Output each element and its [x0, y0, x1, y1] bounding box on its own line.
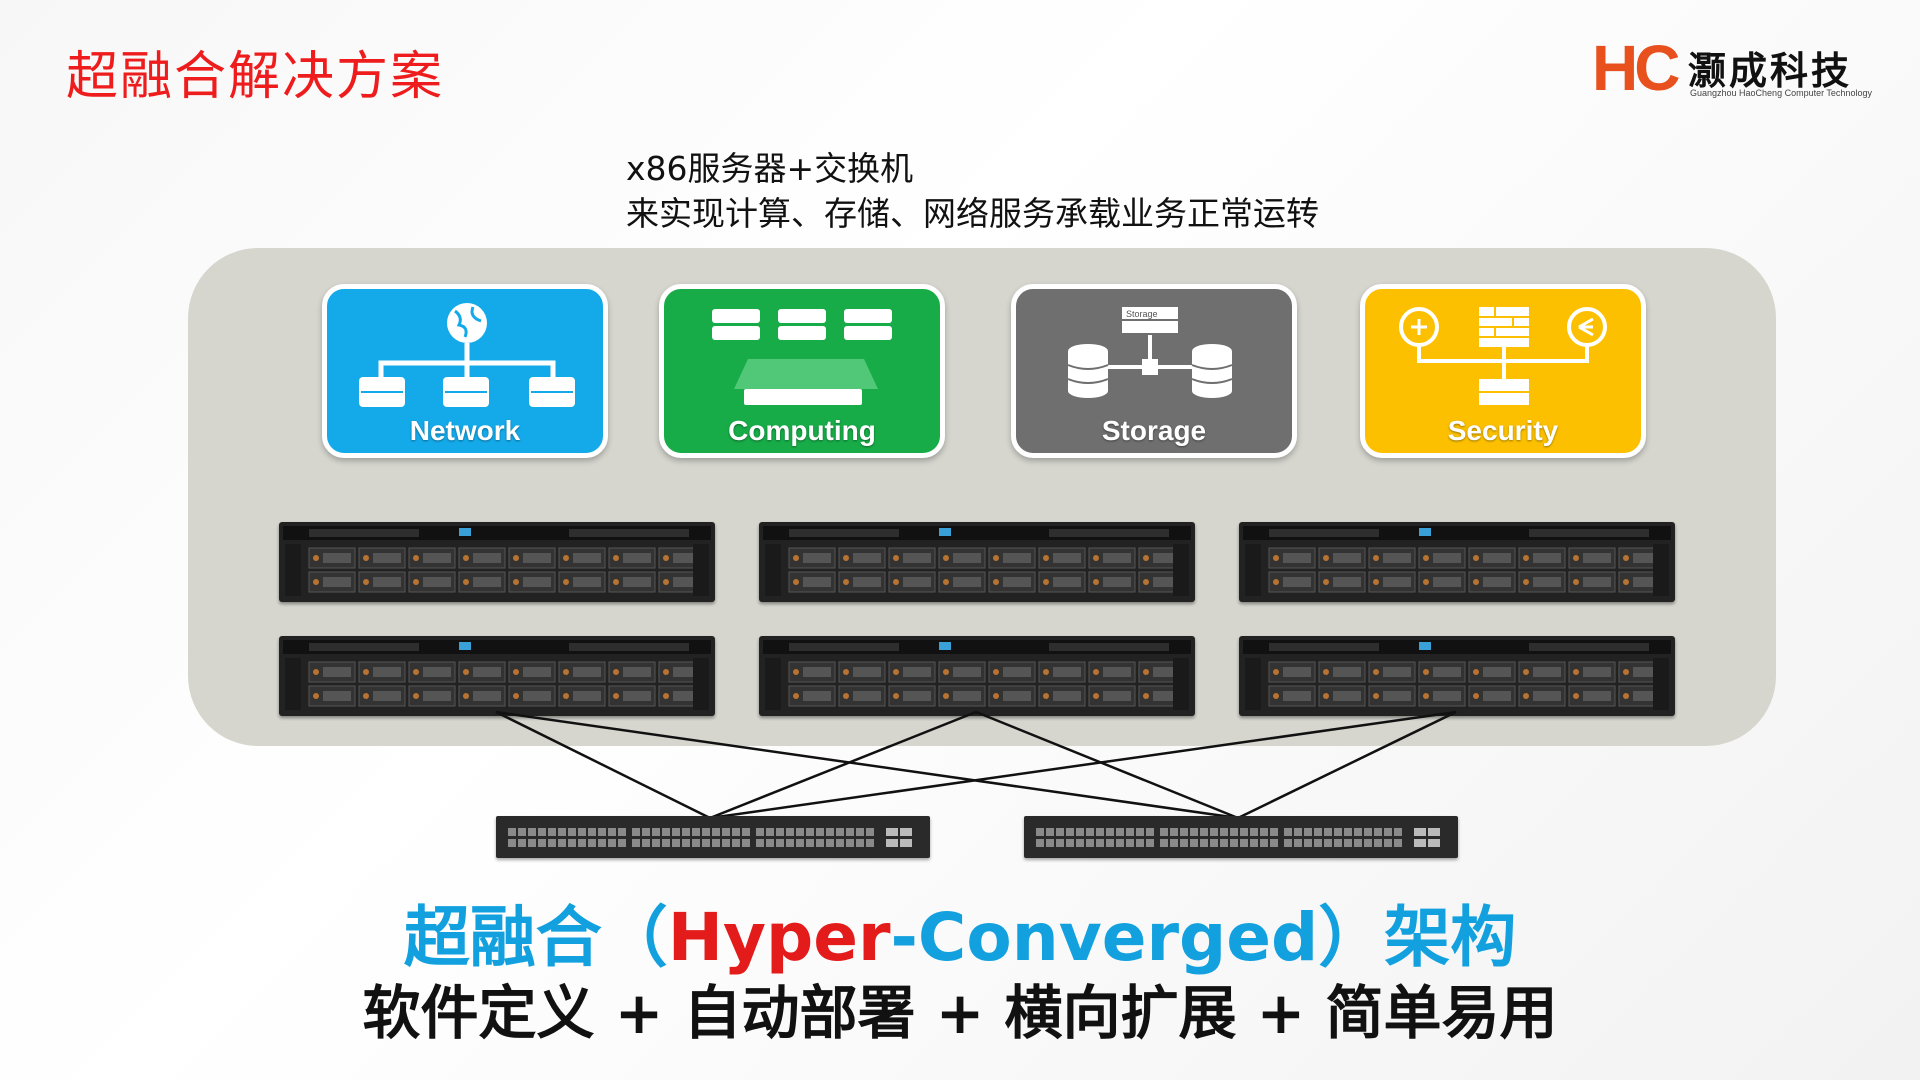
- storage-icon-text: Storage: [1126, 309, 1158, 319]
- headline-part-2: Hyper: [667, 899, 891, 976]
- computing-card-label: Computing: [728, 415, 876, 446]
- rack-server-2: [759, 522, 1195, 602]
- rack-server-6: [1239, 636, 1675, 716]
- logo-subtitle: Guangzhou HaoCheng Computer Technology: [1690, 88, 1872, 98]
- storage-icon: Storage: [1067, 307, 1233, 398]
- security-icon: [1399, 307, 1607, 405]
- logo-name: 灏成科技: [1688, 48, 1853, 93]
- logo-mark: HC: [1592, 32, 1680, 104]
- headline-part-3: -Converged）架构: [890, 899, 1517, 976]
- computing-card: Computing: [659, 284, 945, 458]
- security-card-label: Security: [1447, 415, 1559, 446]
- intro-line-1: x86服务器+交换机: [626, 149, 914, 188]
- rack-server-3: [1239, 522, 1675, 602]
- intro-text: x86服务器+交换机 来实现计算、存储、网络服务承载业务正常运转: [626, 146, 1319, 236]
- computing-icon: [712, 309, 892, 405]
- rack-server-4: [279, 636, 715, 716]
- intro-line-2: 来实现计算、存储、网络服务承载业务正常运转: [626, 194, 1319, 233]
- network-icon: [359, 303, 575, 407]
- tagline: 软件定义 + 自动部署 + 横向扩展 + 简单易用: [362, 979, 1558, 1047]
- security-card: Security: [1360, 284, 1646, 458]
- headline-part-1: 超融合（: [403, 899, 668, 976]
- headline: 超融合（Hyper-Converged）架构: [0, 884, 1920, 980]
- rack-server-5: [759, 636, 1195, 716]
- storage-card: Storage Storage: [1011, 284, 1297, 458]
- network-switch-2: [1024, 816, 1458, 858]
- rack-server-1: [279, 522, 715, 602]
- page-title: 超融合解决方案: [66, 47, 445, 107]
- network-switch-1: [496, 816, 930, 858]
- storage-card-label: Storage: [1101, 415, 1207, 446]
- company-logo: HC 灏成科技 Guangzhou HaoCheng Computer Tech…: [1592, 32, 1882, 104]
- network-card-label: Network: [409, 415, 521, 446]
- network-card: Network: [322, 284, 608, 458]
